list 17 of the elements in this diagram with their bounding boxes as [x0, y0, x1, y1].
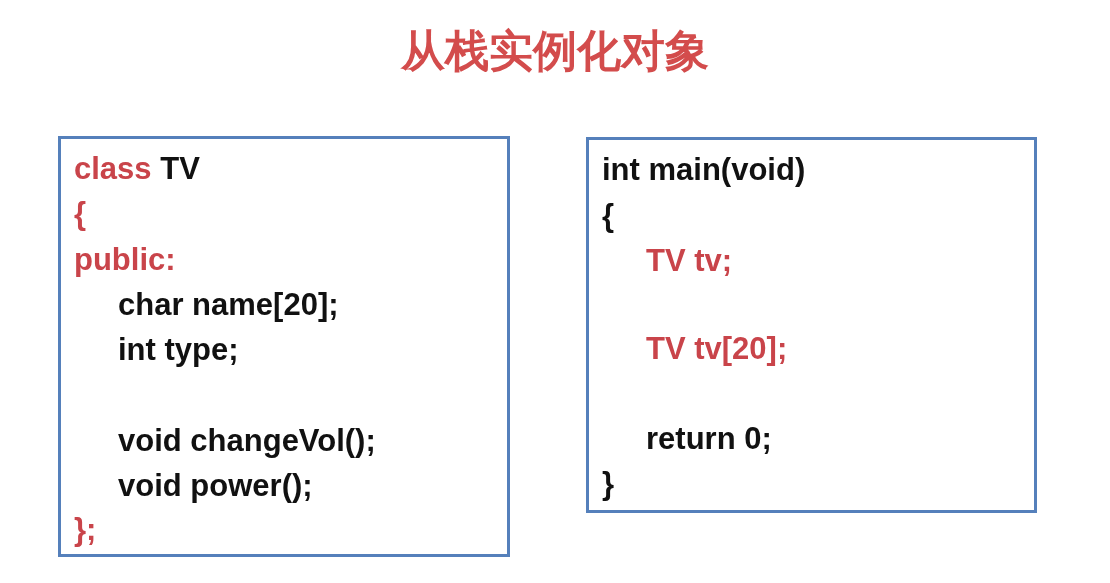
- code-line: return 0;: [646, 421, 772, 457]
- code-line: };: [74, 512, 97, 548]
- code-line: int type;: [118, 332, 239, 368]
- code-line: int main(void): [602, 152, 806, 188]
- code-line: public:: [74, 242, 176, 278]
- code-box: [586, 137, 1037, 513]
- code-line: TV tv[20];: [646, 331, 788, 367]
- code-line: class TV: [74, 151, 200, 187]
- code-line: void changeVol();: [118, 423, 376, 459]
- code-line: TV tv;: [646, 243, 733, 279]
- code-line: void power();: [118, 468, 313, 504]
- code-box: [58, 136, 510, 557]
- code-line: }: [602, 466, 615, 502]
- slide-title: 从栈实例化对象: [399, 25, 710, 77]
- code-line: char name[20];: [118, 287, 339, 323]
- code-line: {: [602, 198, 615, 234]
- code-line: {: [74, 196, 87, 232]
